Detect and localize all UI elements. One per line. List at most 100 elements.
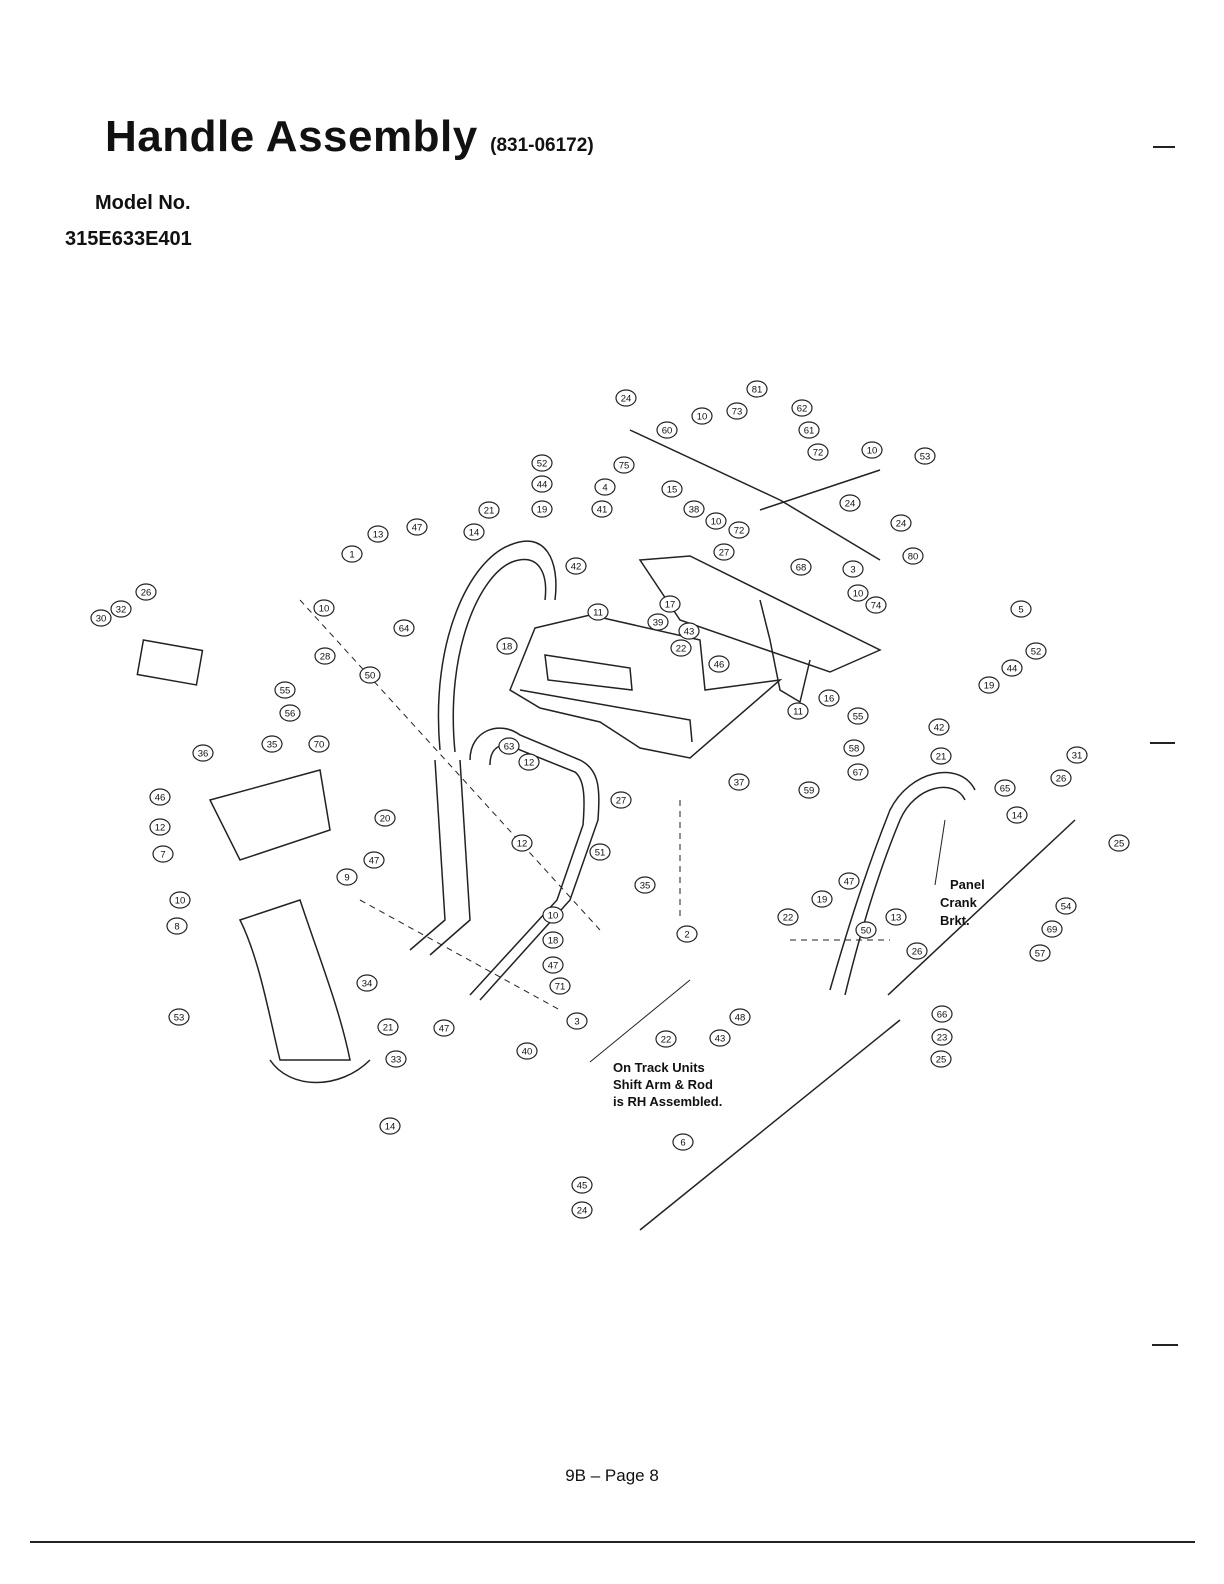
callout-label: 8 [174, 922, 179, 933]
callout-15: 15 [661, 480, 683, 498]
callout-38: 38 [683, 500, 705, 518]
callout-balloon [192, 744, 214, 762]
callout-3: 3 [842, 560, 864, 578]
callout-47: 47 [838, 872, 860, 890]
callout-balloon [169, 891, 191, 909]
callout-57: 57 [1029, 944, 1051, 962]
callout-balloon [313, 599, 335, 617]
callout-18: 18 [542, 931, 564, 949]
callout-label: 45 [577, 1181, 588, 1192]
callout-balloon [531, 500, 553, 518]
callout-label: 73 [732, 407, 743, 418]
callout-label: 55 [853, 712, 864, 723]
callout-balloon [393, 619, 415, 637]
callout-label: 41 [597, 505, 608, 516]
callout-1: 1 [341, 545, 363, 563]
callout-balloon [928, 718, 950, 736]
console-panel-drawing [509, 614, 783, 759]
callout-43: 43 [678, 622, 700, 640]
callout-label: 27 [616, 796, 627, 807]
callout-balloon [1050, 769, 1072, 787]
callout-balloon [890, 514, 912, 532]
callout-43: 43 [709, 1029, 731, 1047]
callout-label: 47 [844, 877, 855, 888]
callout-48: 48 [729, 1008, 751, 1026]
callout-balloon [791, 399, 813, 417]
callout-balloon [855, 921, 877, 939]
callout-balloon [847, 763, 869, 781]
callout-balloon [647, 613, 669, 631]
callout-26: 26 [1050, 769, 1072, 787]
callout-67: 67 [847, 763, 869, 781]
callout-40: 40 [516, 1042, 538, 1060]
edge-mark-middle [1150, 742, 1175, 744]
callout-balloon [790, 558, 812, 576]
callout-74: 74 [865, 596, 887, 614]
callout-75: 75 [613, 456, 635, 474]
callout-9: 9 [336, 868, 358, 886]
callout-label: 60 [662, 426, 673, 437]
callout-61: 61 [798, 421, 820, 439]
bracket-note-line-2: Crank [940, 895, 978, 910]
callout-35: 35 [261, 735, 283, 753]
callout-balloon [818, 689, 840, 707]
callout-label: 34 [362, 979, 373, 990]
callout-label: 13 [373, 530, 384, 541]
callout-balloon [531, 454, 553, 472]
callout-label: 12 [517, 839, 528, 850]
callout-balloon [655, 1030, 677, 1048]
callout-balloon [274, 681, 296, 699]
callout-balloon [594, 478, 616, 496]
callout-label: 11 [793, 707, 803, 718]
callout-balloon [1108, 834, 1130, 852]
callout-balloon [1006, 806, 1028, 824]
callout-label: 56 [285, 709, 296, 720]
callout-60: 60 [656, 421, 678, 439]
callout-balloon [356, 974, 378, 992]
callout-label: 16 [824, 694, 835, 705]
callout-label: 2 [684, 930, 689, 941]
callout-3: 3 [566, 1012, 588, 1030]
callout-balloon [1055, 897, 1077, 915]
callout-balloon [135, 583, 157, 601]
callout-55: 55 [847, 707, 869, 725]
callout-balloon [672, 1133, 694, 1151]
callout-balloon [746, 380, 768, 398]
callout-balloon [777, 908, 799, 926]
track-units-note-line-3: is RH Assembled. [613, 1094, 722, 1109]
callout-label: 46 [714, 660, 725, 671]
callout-label: 42 [934, 723, 945, 734]
callout-21: 21 [377, 1018, 399, 1036]
callout-balloon [914, 447, 936, 465]
callout-14: 14 [379, 1117, 401, 1135]
left-handle-drawing [437, 540, 557, 751]
callout-balloon [549, 977, 571, 995]
callout-12: 12 [511, 834, 533, 852]
callout-balloon [341, 545, 363, 563]
callout-16: 16 [818, 689, 840, 707]
callout-balloon [498, 737, 520, 755]
callout-balloon [691, 407, 713, 425]
callout-balloon [798, 421, 820, 439]
callout-label: 24 [577, 1206, 588, 1217]
note-leaders [589, 819, 946, 1063]
callout-balloon [615, 389, 637, 407]
callout-balloon [367, 525, 389, 543]
callout-25: 25 [930, 1050, 952, 1068]
callout-12: 12 [149, 818, 171, 836]
callout-label: 71 [555, 982, 566, 993]
callout-balloon [728, 773, 750, 791]
callout-label: 20 [380, 814, 391, 825]
callout-label: 72 [813, 448, 824, 459]
callout-72: 72 [728, 521, 750, 539]
callout-balloon [787, 702, 809, 720]
callout-label: 9 [344, 873, 349, 884]
callout-label: 3 [574, 1017, 579, 1028]
callout-69: 69 [1041, 920, 1063, 938]
callout-22: 22 [655, 1030, 677, 1048]
callout-label: 3 [850, 565, 855, 576]
callout-53: 53 [914, 447, 936, 465]
callout-52: 52 [1025, 642, 1047, 660]
callout-label: 35 [640, 881, 651, 892]
